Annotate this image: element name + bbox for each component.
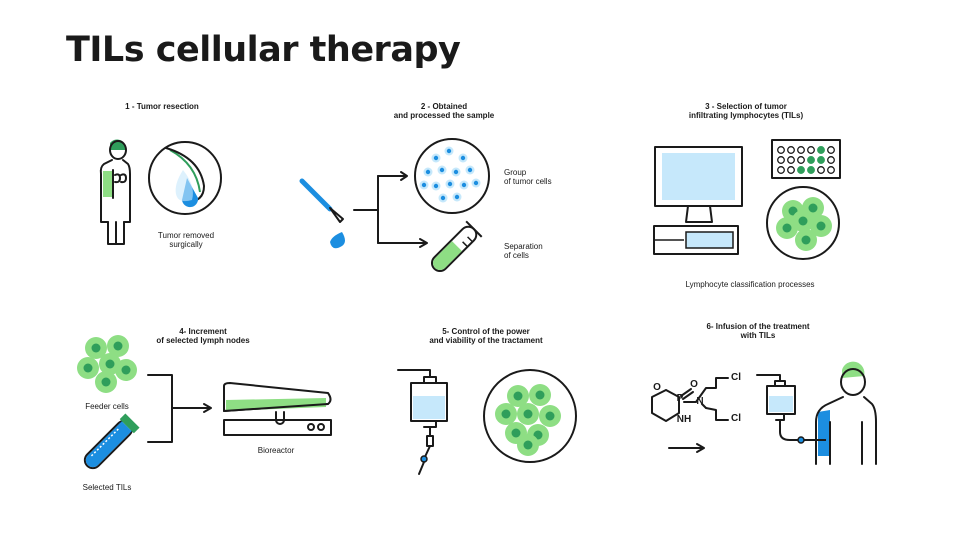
plate-well [787,166,795,174]
well-plate-icon [771,139,841,179]
plate-well [817,146,825,154]
viability-dish-icon [483,369,577,463]
plate-well [817,166,825,174]
plate-well [827,146,835,154]
atom-p: P [676,393,684,404]
plate-well [797,156,805,164]
bioreactor-label: Bioreactor [257,446,295,455]
feeder-cells-cluster-icon [77,335,137,393]
atom-o-ring: O [653,382,661,393]
selected-tils-label: Selected TILs [82,483,132,492]
plate-well [777,146,785,154]
bioreactor-icon [223,382,332,436]
step-1-heading: 1 - Tumor resection [125,102,199,111]
plate-well [807,156,815,164]
selected-tils-tube-icon [83,413,140,470]
computer-icon [653,146,743,255]
atom-cl-bottom: Cl [731,413,741,424]
patient-figure-icon [99,139,131,245]
patient-infusion-icon [815,361,877,465]
split-arrows [353,171,428,248]
plate-well [797,166,805,174]
test-tube-icon [430,220,483,273]
merge-arrows [147,374,212,443]
plate-well [777,156,785,164]
atom-n: N [696,396,704,407]
iv-bag-icon [397,369,448,475]
infusion-arrow [668,443,705,453]
feeder-cells-label: Feeder cells [85,402,129,411]
plate-well [797,146,805,154]
plate-well [787,156,795,164]
plate-well [807,146,815,154]
plate-well [807,166,815,174]
plate-well [817,156,825,164]
atom-o-double: O [690,379,698,390]
scalpel-icon [299,178,344,223]
breast-tumor-icon [148,141,222,215]
plate-well [787,146,795,154]
plate-well [777,166,785,174]
atom-cl-top: Cl [731,372,741,383]
atom-nh: NH [676,414,692,425]
tissue-drop-icon [330,232,345,249]
cyclophosphamide-molecule-icon [651,377,729,422]
lymphocyte-dish-icon [766,186,840,260]
tumor-cells-circle-icon [414,138,490,214]
lymphocyte-classification-label: Lymphocyte classification processes [685,280,815,289]
page-title: TILs cellular therapy [66,30,461,70]
iv-drip-icon [756,374,819,444]
plate-well [827,166,835,174]
plate-well [827,156,835,164]
